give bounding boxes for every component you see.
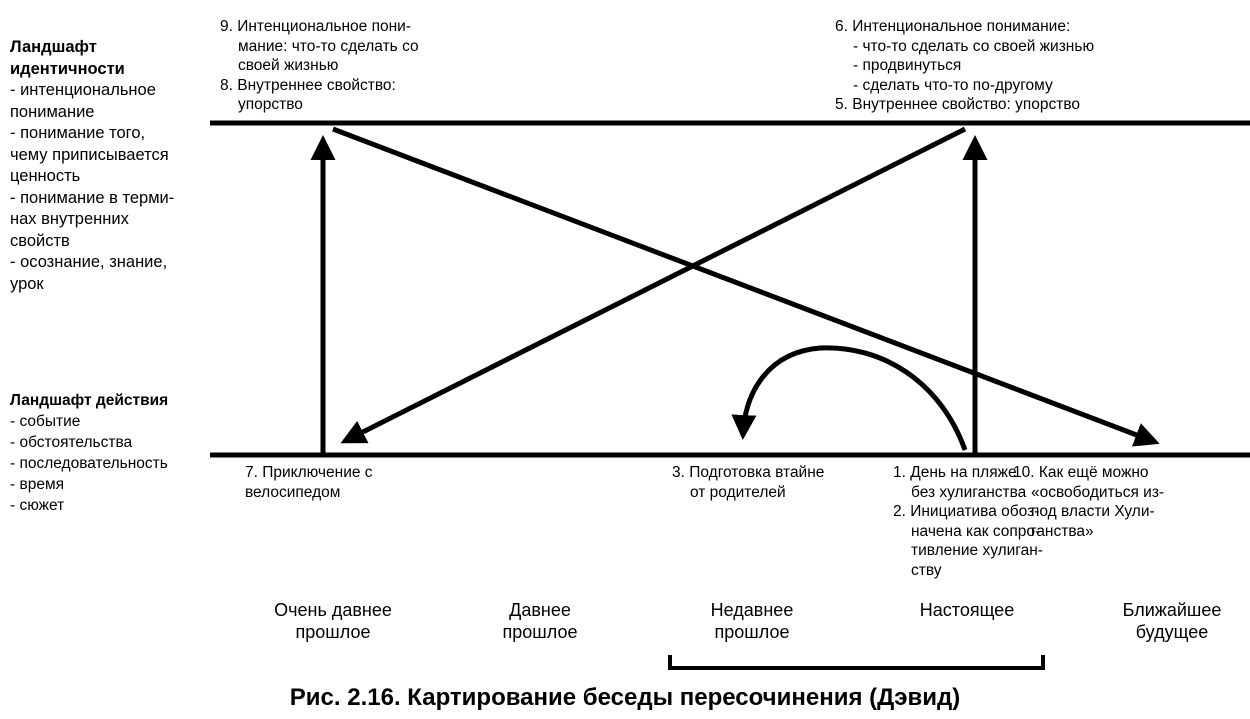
event-line: без хулиганства [911, 483, 1027, 501]
event-7: 7. Приключение с велосипедом [245, 463, 373, 502]
event-line: 1. День на пляже [893, 464, 1017, 481]
time-label: Очень давнее [274, 600, 392, 620]
identity-item: урок [10, 274, 44, 293]
event-line: 7. Приключение с [245, 464, 373, 481]
event-line: мание: что-то сделать со [238, 37, 419, 55]
event-line: своей жизнью [238, 57, 339, 74]
event-line: - сделать что-то по-другому [853, 76, 1053, 94]
arrow-diag-to-future [332, 126, 1160, 447]
event-6-5: 6. Интенциональное понимание: - что-то с… [835, 17, 1094, 115]
arrow-curve-to-recent [731, 345, 968, 451]
time-label: прошлое [295, 622, 371, 642]
identity-item: понимание [10, 102, 95, 121]
event-line: 9. Интенциональное пони- [220, 18, 411, 35]
identity-item: ценность [10, 167, 81, 185]
action-item: - последовательность [10, 455, 168, 472]
identity-title: идентичности [10, 59, 125, 78]
event-line: - продвинуться [853, 57, 962, 74]
event-line: 6. Интенциональное понимание: [835, 18, 1071, 35]
event-line: упорство [238, 96, 303, 113]
event-line: «освободиться из- [1031, 483, 1165, 501]
time-label: Недавнее [710, 600, 794, 620]
event-line: ганства» [1031, 522, 1094, 540]
recent-past-bracket [668, 655, 1045, 670]
event-line: 2. Инициатива обоз- [893, 503, 1040, 520]
event-9-8: 9. Интенциональное пони- мание: что-то с… [220, 17, 419, 115]
event-line: 10. Как ещё можно [1013, 464, 1149, 481]
event-line: от родителей [690, 483, 786, 501]
action-landscape-legend: Ландшафт действия - событие - обстоятель… [10, 390, 168, 516]
time-label: Настоящее [919, 600, 1015, 620]
action-item: - событие [10, 413, 81, 430]
event-line: велосипедом [245, 483, 341, 501]
identity-landscape-legend: Ландшафт идентичности - интенциональное … [10, 37, 174, 295]
identity-item: чему приписывается [10, 145, 169, 164]
event-line: 3. Подготовка втайне [672, 464, 825, 481]
identity-item: - понимание в терми- [10, 188, 175, 207]
event-line: 5. Внутреннее свойство: упорство [835, 96, 1081, 113]
event-3: 3. Подготовка втайне от родителей [672, 463, 824, 502]
time-label: Ближайшее [1122, 600, 1222, 620]
event-10: 10. Как ещё можно «освободиться из- под … [1013, 463, 1164, 541]
event-line: начена как сопро- [911, 522, 1041, 540]
event-line: - что-то сделать со своей жизнью [853, 37, 1095, 55]
event-line: 8. Внутреннее свойство: [220, 76, 396, 94]
arrow-diag-to-past [340, 126, 967, 444]
identity-item: - понимание того, [10, 124, 146, 142]
identity-item: нах внутренних [10, 210, 129, 228]
event-line: ству [911, 561, 942, 579]
action-item: - сюжет [10, 497, 65, 514]
identity-item: - интенциональное [10, 81, 156, 99]
action-title: Ландшафт действия [10, 392, 169, 409]
identity-item: свойств [10, 231, 70, 250]
identity-title: Ландшафт [10, 38, 97, 56]
time-label: будущее [1135, 622, 1209, 642]
identity-item: - осознание, знание, [10, 253, 168, 271]
event-1-2: 1. День на пляже без хулиганства 2. Иниц… [893, 463, 1043, 580]
event-line: тивление хулиган- [911, 542, 1043, 559]
event-line: под власти Хули- [1031, 503, 1155, 520]
time-label: прошлое [502, 622, 578, 642]
time-label: прошлое [714, 622, 790, 642]
action-item: - обстоятельства [10, 434, 133, 451]
time-present: Настоящее [867, 599, 1067, 621]
action-item: - время [10, 476, 64, 493]
time-label: Давнее [509, 600, 571, 620]
figure-caption: Рис. 2.16. Картирование беседы пересочин… [289, 684, 961, 711]
